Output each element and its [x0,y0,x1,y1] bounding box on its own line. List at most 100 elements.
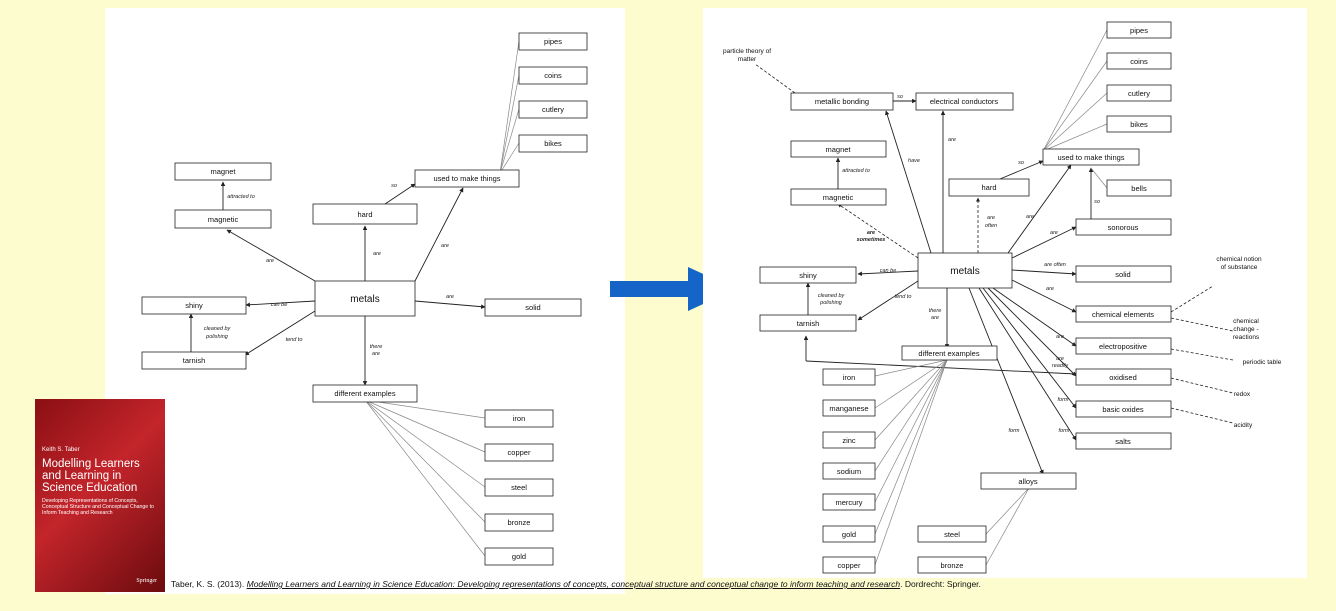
svg-text:metallic bonding: metallic bonding [815,97,869,106]
right-edge-labels: so have are attracted to so are often ar… [818,94,1100,434]
citation-suffix: . Dordrecht: Springer. [900,579,981,589]
r-node-shiny: shiny [759,266,857,284]
svg-text:magnet: magnet [210,167,236,176]
svg-text:magnetic: magnetic [823,193,854,202]
r-text-periodic-table: periodic table [1243,359,1282,366]
r-edge-label-are-electro: are [1056,334,1064,340]
edge-label-are-solid: are [446,294,454,300]
node-iron: iron [484,409,554,428]
r-text-chem-notion-2: of substance [1221,264,1258,271]
svg-text:hard: hard [981,183,996,192]
r-edge-label-so1: so [897,94,903,100]
r-node-chemical-elements: chemical elements [1075,305,1172,323]
r-edge-label-are-chem: are [1046,286,1054,292]
svg-text:used to make things: used to make things [1057,153,1124,162]
svg-text:pipes: pipes [1130,26,1148,35]
r-text-particle-theory-1: particle theory of [723,48,771,55]
svg-text:steel: steel [944,530,960,539]
svg-text:coins: coins [544,71,562,80]
r-node-salts: salts [1075,432,1172,450]
edge-label-can-be: can be [271,302,288,308]
svg-text:used to make things: used to make things [433,174,500,183]
svg-text:cutlery: cutlery [542,105,564,114]
node-gold: gold [484,547,554,566]
r-node-metallic-bonding: metallic bonding [790,92,894,111]
svg-text:sodium: sodium [837,467,861,476]
citation-title-link[interactable]: Modelling Learners and Learning in Scien… [246,579,901,589]
node-different-examples: different examples [312,384,418,403]
node-magnet: magnet [174,162,272,181]
svg-text:electrical conductors: electrical conductors [930,97,999,106]
r-node-sonorous: sonorous [1075,218,1172,236]
left-edges [188,40,520,557]
r-node-bronze: bronze [917,556,987,574]
svg-text:magnetic: magnetic [208,215,239,224]
svg-text:mercury: mercury [835,498,862,507]
svg-text:shiny: shiny [185,301,203,310]
svg-text:metals: metals [950,266,979,277]
r-edge-label-are-sonorous: are [1050,230,1058,236]
r-node-magnet: magnet [790,140,887,158]
r-edge-label-are-used: are [1026,214,1034,220]
edge-label-are-hard: are [373,251,381,257]
node-copper: copper [484,443,554,462]
svg-text:oxidised: oxidised [1109,373,1137,382]
edge-label-cleaned-by: cleaned by [204,326,232,332]
svg-text:basic oxides: basic oxides [1102,405,1144,414]
r-node-copper: copper [822,556,876,574]
svg-text:solid: solid [1115,270,1130,279]
svg-text:salts: salts [1115,437,1131,446]
r-node-basic-oxides: basic oxides [1075,400,1172,418]
r-node-electrical-conductors: electrical conductors [915,92,1014,111]
r-node-steel: steel [917,525,987,543]
svg-text:magnet: magnet [825,145,851,154]
book-author: Keith S. Taber [42,447,80,453]
edge-label-so: so [391,183,397,189]
r-text-redox: redox [1234,391,1251,398]
book-cover-image: Keith S. Taber Modelling Learners and Le… [35,399,165,592]
r-node-used-to-make-things: used to make things [1042,148,1140,166]
citation: Taber, K. S. (2013). Modelling Learners … [171,579,981,589]
svg-text:different examples: different examples [918,349,979,358]
edge-label-attracted-to: attracted to [227,194,255,200]
r-node-different-examples: different examples [901,345,998,361]
r-node-hard: hard [948,178,1030,197]
svg-text:chemical elements: chemical elements [1092,310,1154,319]
svg-text:zinc: zinc [842,436,856,445]
svg-text:shiny: shiny [799,271,817,280]
svg-text:copper: copper [838,561,861,570]
r-text-chem-change-1: chemical [1233,318,1259,325]
r-edge-label-are-often2: often [985,223,997,229]
node-cutlery: cutlery [518,100,588,119]
svg-text:bells: bells [1131,184,1147,193]
r-node-magnetic: magnetic [790,188,887,206]
node-used-to-make-things: used to make things [414,169,520,188]
r-edge-label-are-readily1: are [1056,356,1064,362]
right-concept-map-panel: so have are attracted to so are often ar… [703,8,1307,578]
svg-text:bikes: bikes [544,139,562,148]
left-nodes: pipes coins cutlery bikes magnet used to… [141,32,588,566]
r-node-alloys: alloys [980,472,1077,490]
r-text-chem-notion-1: chemical notion [1216,256,1262,263]
edge-label-there: there [370,344,383,350]
r-edge-label-can-be: can be [880,268,897,274]
svg-text:metals: metals [350,294,379,305]
r-text-chem-change-2: change - [1233,326,1258,333]
r-node-metals: metals [917,252,1013,289]
svg-text:coins: coins [1130,57,1148,66]
right-concept-map: so have are attracted to so are often ar… [723,21,1282,574]
r-edge-label-form3: form [1009,428,1020,434]
edge-label-are-used: are [441,243,449,249]
svg-text:different examples: different examples [334,389,395,398]
r-node-tarnish: tarnish [759,314,857,332]
svg-text:electropositive: electropositive [1099,342,1147,351]
r-edge-label-there: there [929,308,942,314]
book-subtitle: Developing Representations of Concepts, … [42,498,154,517]
r-node-cutlery: cutlery [1106,84,1172,102]
svg-text:gold: gold [842,530,856,539]
svg-text:hard: hard [357,210,372,219]
right-free-text: particle theory of matter chemical notio… [723,48,1282,429]
r-edge-label-form2: form [1059,428,1070,434]
svg-text:solid: solid [525,303,540,312]
r-node-manganese: manganese [822,399,876,417]
